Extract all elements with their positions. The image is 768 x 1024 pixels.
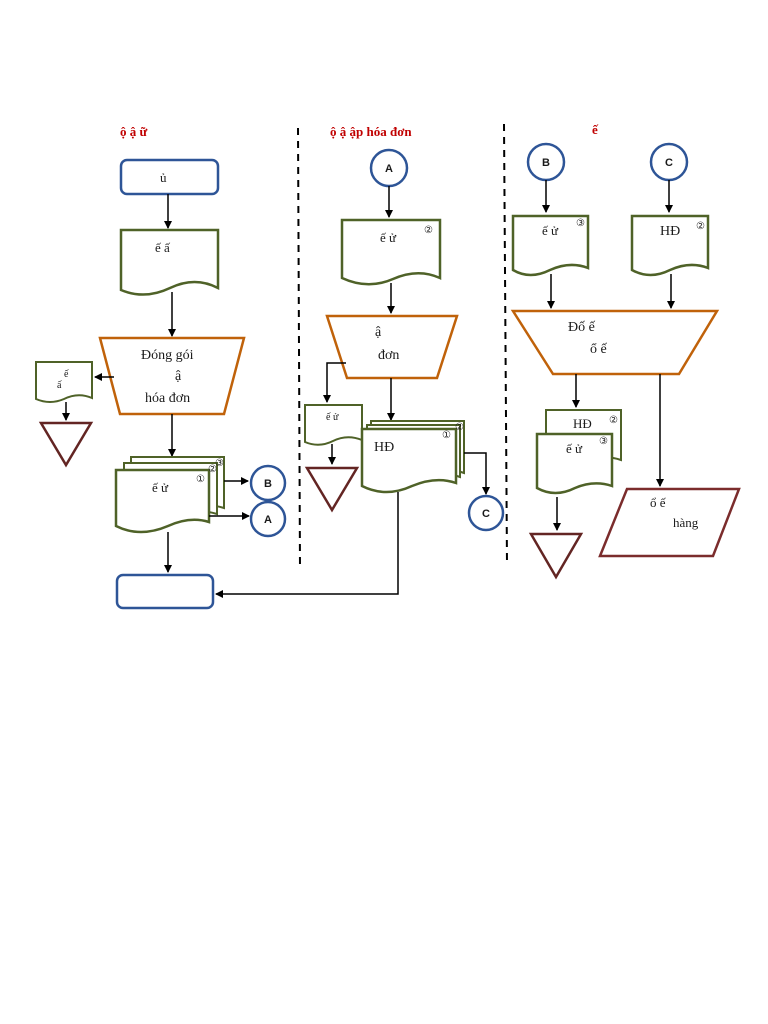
col3-header: ế (592, 122, 599, 137)
col1-side-document-top: ế (64, 369, 69, 380)
lane-divider-2 (503, 123, 508, 566)
col3-io-parallelogram (598, 487, 741, 558)
col1-storage-triangle (38, 421, 94, 468)
col1-connector-b (249, 464, 287, 502)
col3-document-left-badge: ③ (576, 218, 585, 229)
col1-multidoc-badge-front: ① (196, 474, 205, 485)
col2-side-document (304, 404, 363, 446)
col2-multidoc-front (360, 427, 458, 494)
col1-document-label: ế ấ (155, 240, 171, 255)
col1-process-line1: Đóng gói (141, 348, 194, 363)
col1-multidoc-badge-back2: ③ (215, 458, 224, 469)
col1-header: ộ ậ ữ (120, 124, 148, 139)
col1-manual-process (98, 336, 246, 416)
col1-connector-a-label: A (264, 514, 272, 526)
col3-document-right-label: HĐ (660, 224, 680, 239)
col1-side-document-bottom: ấ (57, 380, 62, 391)
start-terminal-label: ủ (160, 170, 167, 185)
start-terminal (119, 158, 220, 196)
col2-multidoc-badge-front: ① (442, 430, 451, 441)
col1-side-document (35, 361, 93, 403)
col2-connector-c (467, 494, 505, 532)
col1-multidoc-label: ế ử (152, 480, 169, 495)
col2-process-line2: đơn (378, 348, 399, 363)
col3-storage-triangle (528, 532, 584, 580)
col1-multidoc-front (114, 468, 211, 534)
col1-process-line2: ậ (175, 369, 182, 384)
end-terminal (115, 573, 215, 610)
col1-connector-b-label: B (264, 478, 272, 490)
col3-stack-front-document (535, 432, 614, 495)
col3-io-line1: ổ ế (650, 495, 667, 510)
lane-divider-1 (297, 127, 301, 571)
col2-manual-process (325, 314, 459, 380)
col2-document-badge: ② (424, 225, 433, 236)
col3-document-right-badge: ② (696, 221, 705, 232)
col2-connector-c-label: C (482, 508, 490, 520)
col1-connector-a (249, 500, 287, 538)
col1-multidoc-badge-back1: ② (208, 464, 217, 475)
col2-header: ộ ậ ập hóa đơn (330, 124, 412, 139)
arrow-col2-multidoc-to-end (215, 492, 399, 598)
arrow-col2-process-to-side-doc (323, 362, 346, 403)
col3-connector-b-label: B (542, 157, 550, 169)
col2-process-line1: ậ (375, 325, 382, 340)
col2-side-document-label: ế ử (326, 412, 339, 423)
col3-document-right (630, 214, 710, 277)
col1-process-line3: hóa đơn (145, 391, 190, 406)
col3-document-left-label: ế ử (542, 223, 559, 238)
col3-manual-process (510, 309, 720, 376)
arrow-col2-multidoc-to-c (464, 452, 490, 495)
col3-stack-back-label: HĐ (573, 416, 592, 431)
col2-document-label: ế ử (380, 230, 397, 245)
col2-storage-triangle (304, 466, 360, 513)
col1-document (119, 228, 220, 296)
col2-connector-a-label: A (385, 163, 393, 175)
col3-stack-front-label: ế ử (566, 441, 583, 456)
col2-document (340, 218, 442, 286)
col3-io-line2: hàng (673, 515, 699, 530)
col3-process-line1: Đố ế (568, 320, 596, 335)
col3-process-line2: ổ ế (590, 342, 608, 357)
col3-connector-c-label: C (665, 157, 673, 169)
col2-multidoc-badge-back: ② (455, 422, 464, 433)
col3-stack-back-badge: ② (609, 415, 618, 426)
col3-stack-front-badge: ③ (599, 436, 608, 447)
col3-document-left (511, 214, 590, 277)
col2-multidoc-label: HĐ (374, 440, 394, 455)
